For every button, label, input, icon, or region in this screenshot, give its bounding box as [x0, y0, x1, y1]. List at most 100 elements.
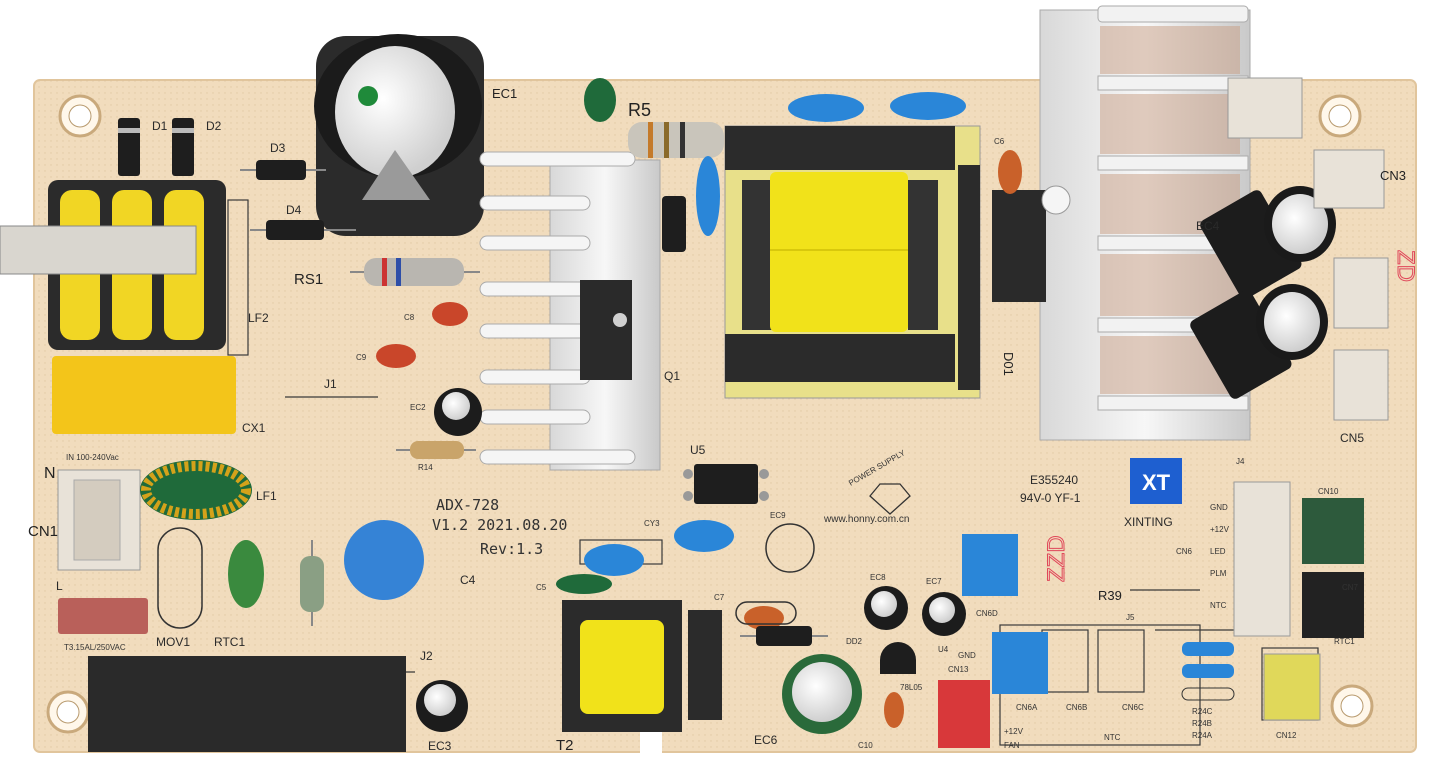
- connector-cn1: [57, 469, 141, 571]
- ref-c6: C6: [994, 137, 1005, 146]
- pin-led: LED: [1210, 547, 1226, 556]
- connector-cn13: [938, 680, 990, 748]
- website: www.honny.com.cn: [823, 514, 909, 525]
- input-rating: IN 100-240Vac: [66, 453, 119, 462]
- connector-cn10: [1302, 498, 1364, 564]
- ref-rtc1-b: RTC1: [1334, 637, 1355, 646]
- ref-ec6: EC6: [754, 733, 778, 747]
- ref-j4: J4: [1236, 457, 1245, 466]
- ref-ec7: EC7: [926, 577, 942, 586]
- ref-q1: Q1: [664, 369, 680, 383]
- ref-ec9: EC9: [770, 511, 786, 520]
- ref-ec8: EC8: [870, 573, 886, 582]
- ref-l: L: [56, 579, 63, 593]
- ref-u4: U4: [938, 645, 949, 654]
- connector-cn6: [1233, 481, 1291, 637]
- connector-cn3: [1313, 149, 1385, 209]
- ref-n: N: [44, 465, 56, 482]
- brand-mark: XT: [1142, 470, 1171, 495]
- ref-ec3: EC3: [428, 739, 452, 753]
- board-model: ADX-728: [436, 496, 499, 514]
- handwritten-mark-zd: ZD: [1392, 250, 1419, 282]
- connector-cn4: [1333, 257, 1389, 329]
- ref-gnd: GND: [958, 651, 976, 660]
- fuse-f1: [58, 598, 148, 634]
- transformer-main: [724, 125, 981, 399]
- ref-d01: D01: [1001, 352, 1016, 376]
- capacitor-ec6: [782, 654, 862, 734]
- resistor-r14: [396, 441, 476, 459]
- flammability-rating: 94V-0 YF-1: [1020, 491, 1081, 505]
- ref-r39: R39: [1098, 588, 1122, 603]
- diodes-d1-d2: [118, 118, 194, 176]
- board-version: V1.2 2021.08.20: [432, 516, 567, 534]
- jumper-j2: [88, 656, 406, 752]
- resistor-rs1: [350, 258, 480, 286]
- ref-ec4: EC4: [1196, 219, 1220, 233]
- ref-t2: T2: [556, 737, 574, 754]
- ref-c5: C5: [536, 583, 547, 592]
- regulator-78l05: [880, 642, 916, 674]
- handwritten-mark-zzd: ZZD: [1043, 535, 1070, 582]
- pin-plm: PLM: [1210, 569, 1227, 578]
- connector-cn6d: [962, 534, 1018, 596]
- varistor-mov1-footprint: [157, 527, 203, 629]
- ref-d1: D1: [152, 119, 168, 133]
- ref-c7: C7: [714, 593, 725, 602]
- capacitor-green-small: [584, 78, 616, 122]
- heatsink-q1: [479, 151, 661, 471]
- brand-name: XINTING: [1124, 515, 1173, 529]
- ref-ec1: EC1: [492, 86, 517, 101]
- ref-j2: J2: [420, 649, 433, 663]
- ref-c9: C9: [356, 353, 367, 362]
- ref-cn6b: CN6B: [1066, 703, 1087, 712]
- brand-badge: [1130, 458, 1182, 504]
- ref-d4: D4: [286, 203, 302, 217]
- inductor-small: [300, 540, 324, 626]
- ref-mov1: MOV1: [156, 635, 190, 649]
- ref-78l05: 78L05: [900, 683, 923, 692]
- capacitor-c5: [556, 574, 612, 594]
- ref-r24a: R24A: [1192, 731, 1213, 740]
- ref-fan: FAN: [1004, 741, 1020, 750]
- ref-cx1: CX1: [242, 421, 266, 435]
- ref-cn3: CN3: [1380, 168, 1406, 183]
- pin-ntc: NTC: [1210, 601, 1227, 610]
- diode-d7: [662, 196, 686, 252]
- ref-j1: J1: [324, 377, 337, 391]
- connector-cn12: [1263, 653, 1321, 721]
- capacitor-cx1: [52, 356, 236, 434]
- diode-dd1: [735, 601, 828, 646]
- ref-r14: R14: [418, 463, 433, 472]
- ref-r24c: R24C: [1192, 707, 1213, 716]
- resistor-r5: [628, 122, 724, 158]
- capacitor-ec4: [1190, 186, 1336, 399]
- ref-r5: R5: [628, 100, 651, 120]
- ref-c10: C10: [858, 741, 873, 750]
- connector-cn5: [1333, 349, 1389, 421]
- ref-cn5: CN5: [1340, 431, 1364, 445]
- capacitor-ec9-footprint: [765, 523, 815, 573]
- ref-cn6a: CN6A: [1016, 703, 1038, 712]
- ref-ntc: NTC: [1104, 733, 1121, 742]
- fuse-rating: T3.15AL/250VAC: [64, 643, 126, 652]
- ul-number: E355240: [1030, 473, 1078, 487]
- diodes-d3-d4: [240, 160, 356, 240]
- ref-lf2: LF2: [248, 311, 269, 325]
- ref-ec2: EC2: [410, 403, 426, 412]
- power-supply-logo: [869, 483, 911, 515]
- ref-r24b: R24B: [1192, 719, 1212, 728]
- ref-dd2: DD2: [846, 637, 863, 646]
- ref-cn1: CN1: [28, 523, 58, 540]
- ref-j5: J5: [1126, 613, 1135, 622]
- y-capacitors-middle: [584, 520, 734, 576]
- connector-cn6a: [992, 632, 1048, 694]
- pin-12v: +12V: [1210, 525, 1230, 534]
- thermistor-rtc1: [228, 540, 264, 608]
- ref-cn13: CN13: [948, 665, 969, 674]
- connector-top-white: [1227, 77, 1303, 139]
- ref-c8: C8: [404, 313, 415, 322]
- ref-u5: U5: [690, 443, 706, 457]
- y-capacitors-top: [696, 92, 966, 236]
